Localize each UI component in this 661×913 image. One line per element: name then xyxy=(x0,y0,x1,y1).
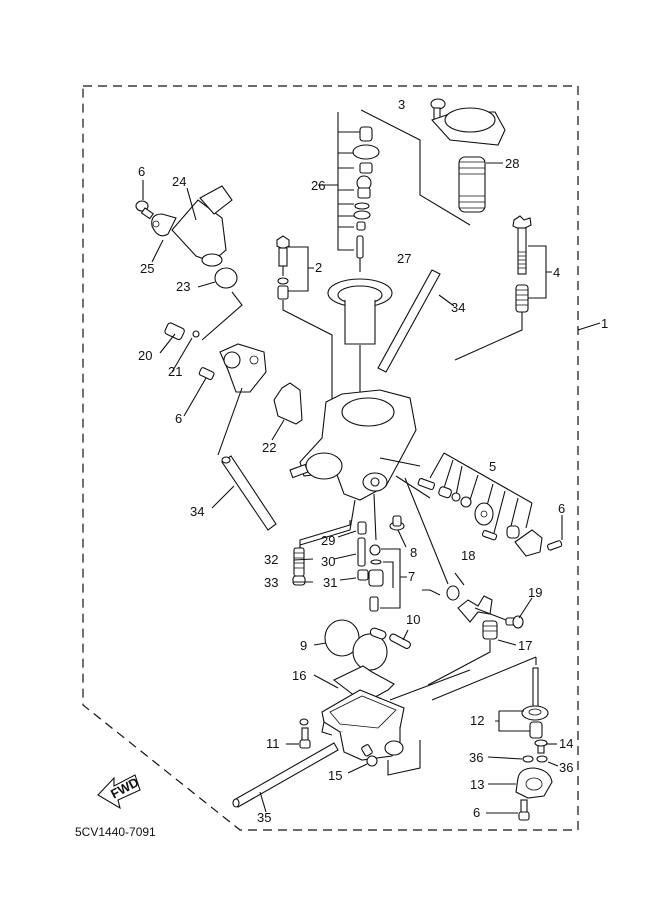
o-ring-23 xyxy=(197,267,243,341)
callout-30: 30 xyxy=(321,554,335,569)
callout-33: 33 xyxy=(264,575,278,590)
gasket-22 xyxy=(271,382,303,441)
callout-19: 19 xyxy=(528,585,542,600)
callout-24: 24 xyxy=(172,174,186,189)
jet-needle-set xyxy=(318,109,471,272)
callout-22: 22 xyxy=(262,440,276,455)
carburetor-body xyxy=(289,389,449,585)
callout-28: 28 xyxy=(505,156,519,171)
pilot-screw-set xyxy=(276,235,333,420)
cover-13 xyxy=(486,739,559,821)
callout-18: 18 xyxy=(461,548,475,563)
valve-17 xyxy=(427,620,517,686)
callout-23: 23 xyxy=(176,279,190,294)
callout-6-cover: 6 xyxy=(473,805,480,820)
callout-21: 21 xyxy=(168,364,182,379)
callout-34-lower: 34 xyxy=(190,504,204,519)
callout-27: 27 xyxy=(397,251,411,266)
callout-6-starter: 6 xyxy=(558,501,565,516)
callout-31: 31 xyxy=(323,575,337,590)
callout-20: 20 xyxy=(138,348,152,363)
callout-8: 8 xyxy=(410,545,417,560)
callout-34-upper: 34 xyxy=(451,300,465,315)
top-cover xyxy=(430,98,506,146)
callout-15: 15 xyxy=(328,768,342,783)
callout-14: 14 xyxy=(559,736,573,751)
spring-28 xyxy=(458,156,503,213)
callout-17: 17 xyxy=(518,638,532,653)
callout-36-right: 36 xyxy=(559,760,573,775)
callout-26: 26 xyxy=(311,178,325,193)
screw-11 xyxy=(286,718,311,749)
callout-1: 1 xyxy=(601,316,608,331)
fwd-arrow-icon: FWD xyxy=(97,774,141,810)
callout-11: 11 xyxy=(266,736,280,751)
throttle-stop-screw-set xyxy=(454,215,552,361)
float-bowl xyxy=(313,665,471,776)
throttle-sensor xyxy=(135,180,233,267)
callout-32: 32 xyxy=(264,552,278,567)
callout-12: 12 xyxy=(470,713,484,728)
callout-7: 7 xyxy=(408,569,415,584)
vacuum-piston xyxy=(327,278,393,395)
callout-9: 9 xyxy=(300,638,307,653)
callout-4: 4 xyxy=(553,265,560,280)
starter-plunger-set xyxy=(417,452,563,557)
assembly-leader xyxy=(577,322,601,331)
callout-6-sensor: 6 xyxy=(138,164,145,179)
hose-lower xyxy=(211,387,277,531)
callout-35: 35 xyxy=(257,810,271,825)
callout-36-left: 36 xyxy=(469,750,483,765)
callout-10: 10 xyxy=(406,612,420,627)
assembly-boundary xyxy=(82,85,579,831)
side-housing xyxy=(159,322,267,417)
diaphragm-set xyxy=(431,656,549,739)
callout-3: 3 xyxy=(398,97,405,112)
drain-screw-15 xyxy=(347,744,378,774)
drawing-code: 5CV1440-7091 xyxy=(75,825,156,839)
callout-25: 25 xyxy=(140,261,154,276)
lever-assembly xyxy=(422,572,533,629)
jets xyxy=(292,520,369,586)
callout-16: 16 xyxy=(292,668,306,683)
callout-6-side: 6 xyxy=(175,411,182,426)
hose-upper xyxy=(377,269,455,373)
hose-35 xyxy=(232,742,339,813)
callout-13: 13 xyxy=(470,777,484,792)
float xyxy=(313,619,411,671)
callout-5: 5 xyxy=(489,459,496,474)
callout-2: 2 xyxy=(315,260,322,275)
callout-29: 29 xyxy=(321,533,335,548)
needle-valve-set xyxy=(368,515,407,612)
